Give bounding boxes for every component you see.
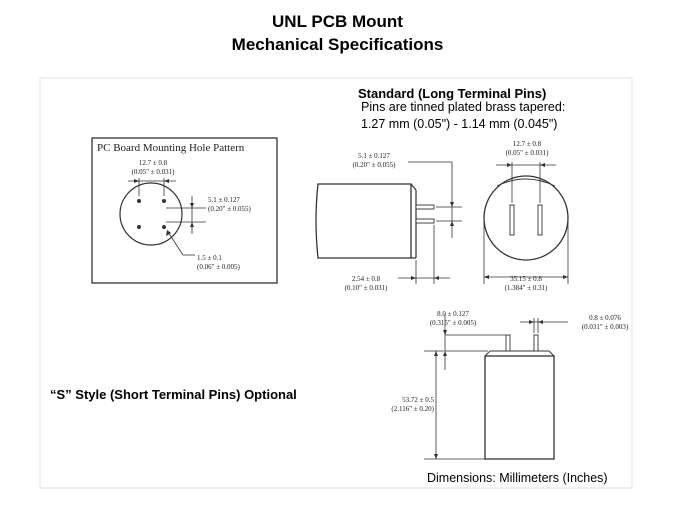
side-dim-top-in: (0.20" ± 0.055) bbox=[353, 161, 397, 169]
pcb-pattern-box bbox=[91, 137, 278, 284]
end-pin-left bbox=[509, 204, 515, 236]
slide-title-line1: UNL PCB Mount bbox=[272, 12, 403, 31]
pcb-hole-1 bbox=[137, 199, 141, 203]
pcb-dim-offset-in: (0.20" ± 0.055) bbox=[208, 205, 252, 213]
pcb-hole-pattern: PC Board Mounting Hole Pattern 12.7 ± 0.… bbox=[91, 137, 278, 284]
pcb-outline-circle bbox=[119, 182, 183, 246]
dimensions-note: Dimensions: Millimeters (Inches) bbox=[427, 471, 608, 485]
end-dim-dia: 35.15 ± 0.8 bbox=[510, 275, 542, 283]
pcb-dim-hole: 1.5 ± 0.1 bbox=[197, 254, 222, 262]
short-dim-height-in: (2.116" ± 0.20) bbox=[391, 405, 434, 413]
slide-title-line2: Mechanical Specifications bbox=[231, 35, 444, 54]
standard-subtitle-2: 1.27 mm (0.05") - 1.14 mm (0.045") bbox=[361, 117, 558, 131]
pcb-hole-4 bbox=[162, 225, 166, 229]
end-view-standard: 12.7 ± 0.8 (0.05" ± 0.031) 35.15 ± 0.8 (… bbox=[483, 140, 569, 292]
short-dim-pin-len: 8.0 ± 0.127 bbox=[437, 310, 469, 318]
side-view-standard: 5.1 ± 0.127 (0.20" ± 0.055) 2.54 ± 0.8 (… bbox=[315, 152, 462, 292]
pcb-dim-spacing-in: (0.05" ± 0.031) bbox=[132, 168, 176, 176]
standard-subtitle-1: Pins are tinned plated brass tapered: bbox=[361, 100, 566, 114]
s-style-label: “S” Style (Short Terminal Pins) Optional bbox=[50, 387, 297, 402]
pcb-dim-hole-in: (0.06" ± 0.005) bbox=[197, 263, 241, 271]
short-dim-pin-w-in: (0.031" ± 0.003) bbox=[582, 323, 629, 331]
short-dim-pin-w: 0.8 ± 0.076 bbox=[589, 314, 621, 322]
side-pin-bottom bbox=[415, 218, 435, 224]
side-dim-bottom-in: (0.10" ± 0.031) bbox=[345, 284, 389, 292]
side-dim-bottom: 2.54 ± 0.8 bbox=[352, 275, 381, 283]
end-can-circle bbox=[483, 175, 569, 261]
side-pin-top bbox=[415, 204, 435, 210]
end-pin-right bbox=[537, 204, 543, 236]
short-dim-pin-len-in: (0.315" ± 0.005) bbox=[430, 319, 477, 327]
side-can-body bbox=[315, 183, 412, 259]
short-dim-height: 53.72 ± 0.5 bbox=[402, 396, 434, 404]
short-can-body bbox=[484, 355, 555, 460]
standard-title: Standard (Long Terminal Pins) bbox=[358, 86, 547, 101]
pcb-hole-3 bbox=[162, 199, 166, 203]
end-dim-pins: 12.7 ± 0.8 bbox=[513, 140, 542, 148]
short-pin-view: 8.0 ± 0.127 (0.315" ± 0.005) 0.8 ± 0.076… bbox=[391, 310, 629, 460]
end-dim-dia-in: (1.384" ± 0.31) bbox=[505, 284, 549, 292]
pcb-dim-offset: 5.1 ± 0.127 bbox=[208, 196, 240, 204]
short-pin-left bbox=[505, 334, 511, 352]
pcb-dim-spacing: 12.7 ± 0.8 bbox=[139, 159, 168, 167]
short-pin-right bbox=[533, 334, 539, 352]
end-dim-pins-in: (0.05" ± 0.031) bbox=[506, 149, 550, 157]
pcb-pattern-title: PC Board Mounting Hole Pattern bbox=[97, 142, 245, 154]
side-dim-top: 5.1 ± 0.127 bbox=[358, 152, 390, 160]
pcb-hole-2 bbox=[137, 225, 141, 229]
drawing-frame bbox=[39, 77, 633, 489]
